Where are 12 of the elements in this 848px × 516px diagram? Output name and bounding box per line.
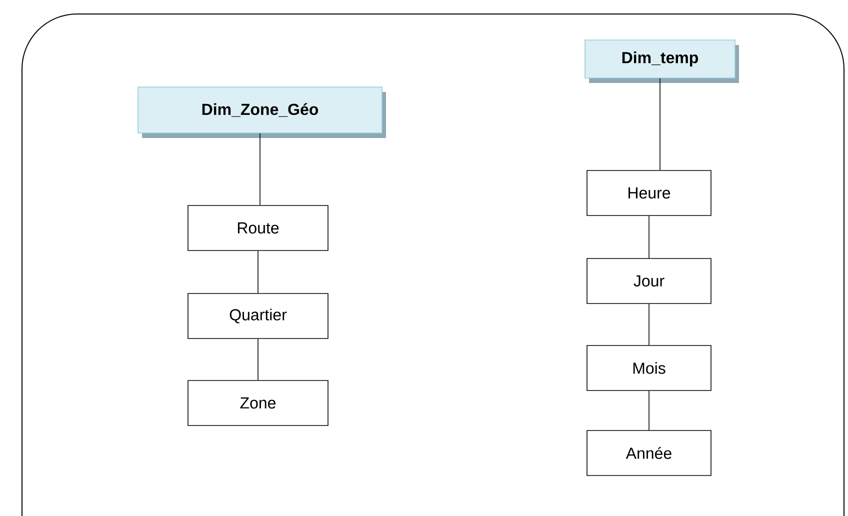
header-box: Dim_Zone_Géo	[138, 86, 386, 138]
level-box: Quartier	[188, 293, 328, 339]
connector-line	[648, 216, 650, 258]
header-box: Dim_temp	[584, 40, 739, 83]
connector-line	[648, 390, 650, 430]
level-box: Heure	[586, 170, 712, 216]
connector-line	[648, 304, 650, 346]
level-box: Année	[586, 430, 712, 476]
level-box: Mois	[586, 345, 712, 391]
level-box: Jour	[586, 258, 712, 304]
level-box: Zone	[188, 380, 328, 426]
level-box: Route	[188, 205, 328, 251]
